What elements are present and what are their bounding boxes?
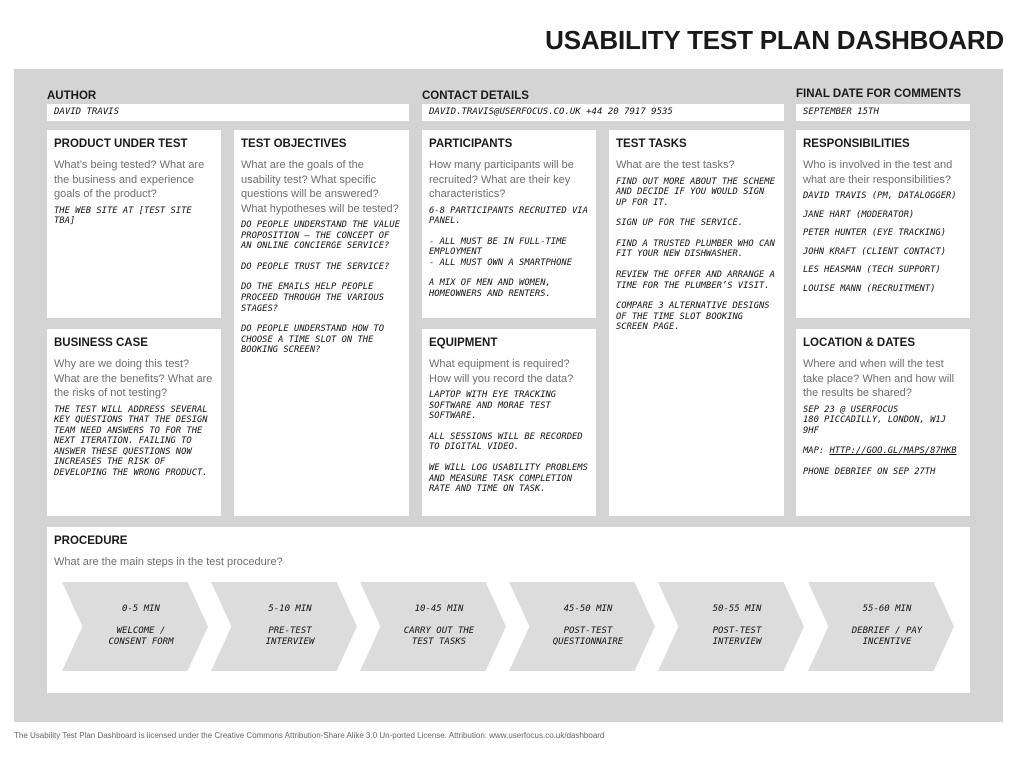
card-question: What equipment is required? How will you… (429, 358, 574, 385)
location-dates-card: LOCATION & DATES Where and when will the… (796, 329, 970, 516)
procedure-steps: 0-5 MIN WELCOME / CONSENT FORM 5-10 MIN … (62, 582, 962, 672)
card-answer: JANE HART (MODERATOR) (803, 209, 915, 220)
author-field[interactable]: DAVID TRAVIS (47, 104, 409, 121)
card-title: LOCATION & DATES (803, 337, 916, 349)
test-objectives-card: TEST OBJECTIVES What are the goals of th… (234, 130, 409, 516)
card-answer: ALL SESSIONS WILL BE RECORDED TO DIGITAL… (429, 431, 583, 453)
step-description: PRE-TEST INTERVIEW (265, 626, 315, 647)
page-title: USABILITY TEST PLAN DASHBOARD (545, 25, 1004, 55)
responsibilities-card: RESPONSIBILITIES Who is involved in the … (796, 130, 970, 318)
step-time: 50-55 MIN (712, 604, 762, 614)
license-footer: The Usability Test Plan Dashboard is lic… (14, 731, 605, 740)
card-question: What are the goals of the usability test… (241, 159, 399, 215)
procedure-step: 0-5 MIN WELCOME / CONSENT FORM (62, 582, 208, 671)
product-under-test-card: PRODUCT UNDER TEST What’s being tested? … (47, 130, 221, 318)
card-answer: - ALL MUST BE IN FULL-TIME EMPLOYMENT - … (429, 236, 572, 268)
procedure-step: 5-10 MIN PRE-TEST INTERVIEW (211, 582, 357, 671)
card-title: PROCEDURE (54, 535, 128, 547)
step-description: WELCOME / CONSENT FORM (108, 626, 174, 647)
contact-label: CONTACT DETAILS (422, 90, 529, 102)
card-answer: SIGN UP FOR THE SERVICE. (616, 218, 744, 229)
step-description: DEBRIEF / PAY INCENTIVE (851, 626, 923, 647)
step-time: 5-10 MIN (268, 604, 312, 614)
card-answer: WE WILL LOG USABILITY PROBLEMS AND MEASU… (429, 462, 588, 495)
card-question: What are the main steps in the test proc… (54, 556, 283, 568)
procedure-step: 45-50 MIN POST-TEST QUESTIONNAIRE (509, 582, 655, 671)
card-answer: FIND OUT MORE ABOUT THE SCHEME AND DECID… (616, 176, 775, 208)
final-date-label: FINAL DATE FOR COMMENTS (796, 88, 962, 100)
card-title: TEST TASKS (616, 138, 687, 150)
card-title: PARTICIPANTS (429, 138, 513, 150)
card-title: PRODUCT UNDER TEST (54, 138, 188, 150)
card-question: Who is involved in the test and what are… (803, 159, 953, 186)
card-answer: DO THE EMAILS HELP PEOPLE PROCEED THROUG… (241, 282, 384, 314)
map-line: MAP: HTTP://GOO.GL/MAPS/87HKB (803, 446, 963, 457)
step-time: 0-5 MIN (122, 604, 160, 614)
card-question: Why are we doing this test? What are the… (54, 358, 213, 399)
step-time: 55-60 MIN (862, 604, 912, 614)
card-title: TEST OBJECTIVES (241, 138, 347, 150)
card-answer: THE WEB SITE AT [TEST SITE TBA] (54, 205, 192, 227)
step-description: POST-TEST QUESTIONNAIRE (552, 626, 624, 647)
card-answer: PETER HUNTER (EYE TRACKING) (803, 228, 946, 239)
final-date-field[interactable]: SEPTEMBER 15TH (796, 104, 970, 121)
equipment-card: EQUIPMENT What equipment is required? Ho… (422, 329, 596, 516)
card-answer: A MIX OF MEN AND WOMEN, HOMEOWNERS AND R… (429, 278, 551, 300)
card-title: BUSINESS CASE (54, 337, 148, 349)
card-question: Where and when will the test take place?… (803, 358, 955, 399)
card-answer: SEP 23 @ USERFOCUS 180 PICCADILLY, LONDO… (803, 404, 946, 436)
card-answer: DO PEOPLE UNDERSTAND HOW TO CHOOSE A TIM… (241, 324, 384, 356)
author-label: AUTHOR (47, 90, 97, 102)
map-link[interactable]: HTTP://GOO.GL/MAPS/87HKB (829, 446, 957, 457)
card-answer: DAVID TRAVIS (PM, DATALOGGER) (803, 191, 957, 201)
card-title: RESPONSIBILITIES (803, 138, 910, 150)
map-prefix: MAP: (803, 446, 830, 457)
card-answer: LES HEASMAN (TECH SUPPORT) (803, 265, 941, 276)
procedure-step: 50-55 MIN POST-TEST INTERVIEW (658, 582, 804, 671)
card-answer: DO PEOPLE UNDERSTAND THE VALUE PROPOSITI… (241, 220, 400, 252)
card-answer: LAPTOP WITH EYE TRACKING SOFTWARE AND MO… (429, 390, 557, 422)
card-answer: FIND A TRUSTED PLUMBER WHO CAN FIT YOUR … (616, 238, 775, 260)
step-time: 45-50 MIN (563, 604, 613, 614)
card-answer: JOHN KRAFT (CLIENT CONTACT) (803, 246, 946, 257)
card-answer: COMPARE 3 ALTERNATIVE DESIGNS OF THE TIM… (616, 301, 770, 333)
card-title: EQUIPMENT (429, 337, 498, 349)
step-description: CARRY OUT THE TEST TASKS (403, 626, 475, 647)
step-time: 10-45 MIN (414, 604, 464, 614)
card-answer: THE TEST WILL ADDRESS SEVERAL KEY QUESTI… (54, 404, 208, 479)
procedure-step: 10-45 MIN CARRY OUT THE TEST TASKS (360, 582, 506, 671)
card-question: What’s being tested? What are the busine… (54, 159, 205, 200)
card-answer: 6-8 PARTICIPANTS RECRUITED VIA PANEL. (429, 205, 588, 227)
procedure-step: 55-60 MIN DEBRIEF / PAY INCENTIVE (808, 582, 954, 671)
card-answer: DO PEOPLE TRUST THE SERVICE? (241, 261, 390, 272)
step-description: POST-TEST INTERVIEW (712, 626, 762, 647)
business-case-card: BUSINESS CASE Why are we doing this test… (47, 329, 221, 516)
card-answer: REVIEW THE OFFER AND ARRANGE A TIME FOR … (616, 270, 775, 291)
dashboard-board: AUTHOR DAVID TRAVIS CONTACT DETAILS DAVI… (14, 69, 1003, 722)
contact-field[interactable]: DAVID.TRAVIS@USERFOCUS.CO.UK +44 20 7917… (422, 104, 784, 121)
card-answer: PHONE DEBRIEF ON SEP 27TH (803, 466, 936, 477)
card-question: How many participants will be recruited?… (429, 159, 574, 200)
test-tasks-card: TEST TASKS What are the test tasks? FIND… (609, 130, 784, 516)
card-answer: LOUISE MANN (RECRUITMENT) (803, 283, 936, 294)
card-question: What are the test tasks? (616, 159, 735, 171)
participants-card: PARTICIPANTS How many participants will … (422, 130, 596, 318)
